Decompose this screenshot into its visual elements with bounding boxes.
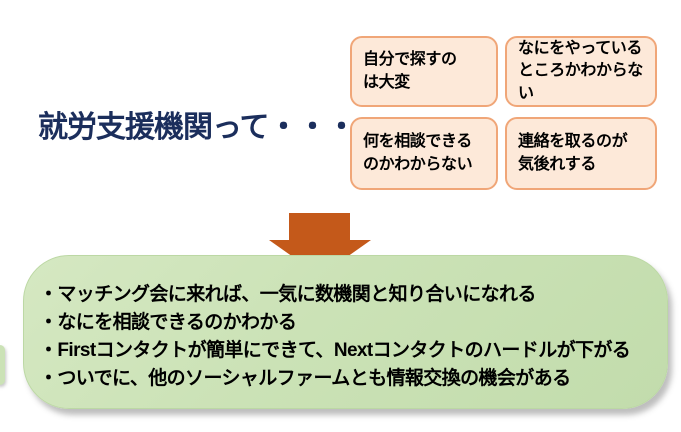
concern-box-hesitate-contact: 連絡を取るのが 気後れする	[505, 117, 657, 190]
concern-box-label: 自分で探すの は大変	[363, 51, 457, 91]
concern-box-label: なにをやっている ところかわからない	[518, 39, 643, 102]
benefit-line-consult: ・なにを相談できるのかわかる	[39, 312, 297, 333]
concern-box-label: 連絡を取るのが 気後れする	[518, 133, 628, 173]
benefit-line-matching: ・マッチング会に来れば、一気に数機関と知り合いになれる	[39, 284, 536, 305]
concern-box-unknown-consult: 何を相談できる のかわからない	[350, 117, 498, 190]
benefit-line-first-contact: ・Firstコンタクトが簡単にできて、Nextコンタクトのハードルが下がる	[39, 340, 631, 361]
concern-box-group: 自分で探すの は大変 なにをやっている ところかわからない 何を相談できる のか…	[350, 36, 657, 190]
concern-box-unknown-activity: なにをやっている ところかわからない	[505, 36, 657, 107]
edge-decorative-shape	[0, 345, 5, 385]
concern-box-self-search: 自分で探すの は大変	[350, 36, 498, 107]
concern-box-label: 何を相談できる のかわからない	[363, 133, 473, 173]
down-arrow-icon	[269, 213, 371, 276]
slide-title: 就労支援機関って・・・	[38, 111, 357, 145]
benefit-summary-box: ・マッチング会に来れば、一気に数機関と知り合いになれる ・なにを相談できるのかわ…	[23, 255, 668, 409]
benefit-line-info-exchange: ・ついでに、他のソーシャルファームとも情報交換の機会がある	[39, 368, 571, 389]
